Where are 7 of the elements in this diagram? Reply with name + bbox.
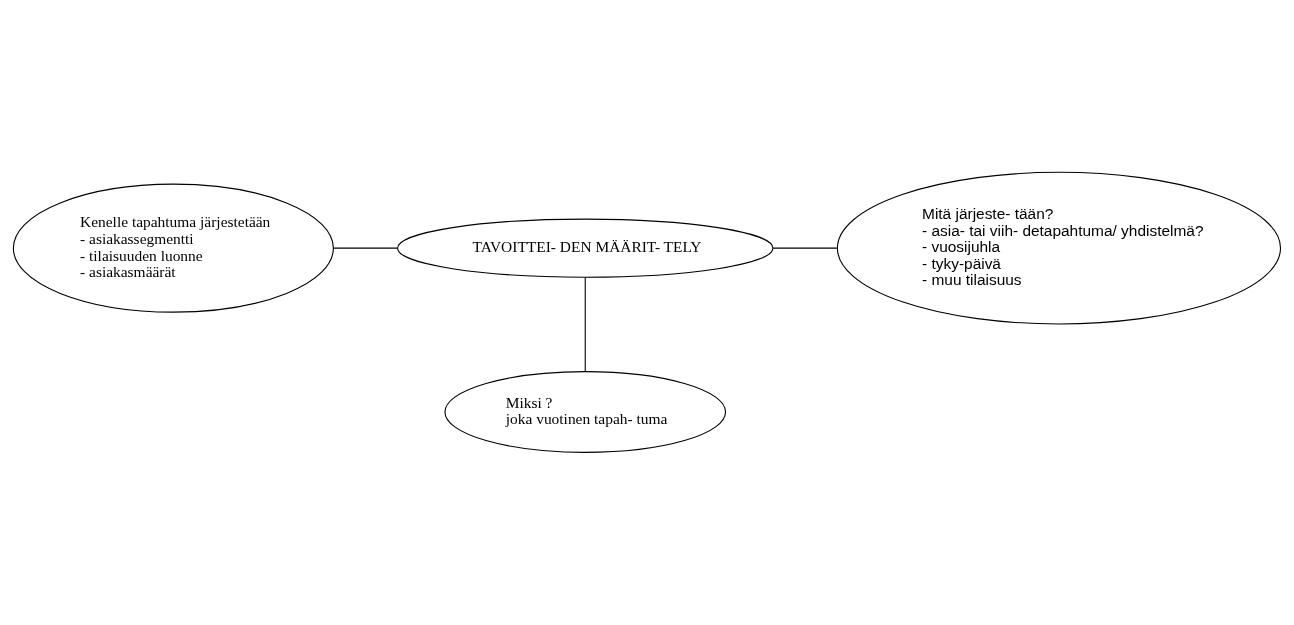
node-ellipse: Mitä järjeste- tään? - asia- tai viih- detapahtuma/ yhdistelmä? - vuosijuhla - tyky-päivä - muu tilaisuus [836,171,1282,325]
connector [584,276,586,372]
connector [772,247,838,249]
node-ellipse: Kenelle tapahtuma järjestetään - asiakassegmentti - tilaisuuden luonne - asiakasmäärät [12,183,334,313]
node-ellipse: Miksi ? joka vuotinen tapah- tuma [444,371,727,453]
connector [332,247,398,249]
node-ellipse: TAVOITTEI- DEN MÄÄRIT- TELY [397,218,774,278]
